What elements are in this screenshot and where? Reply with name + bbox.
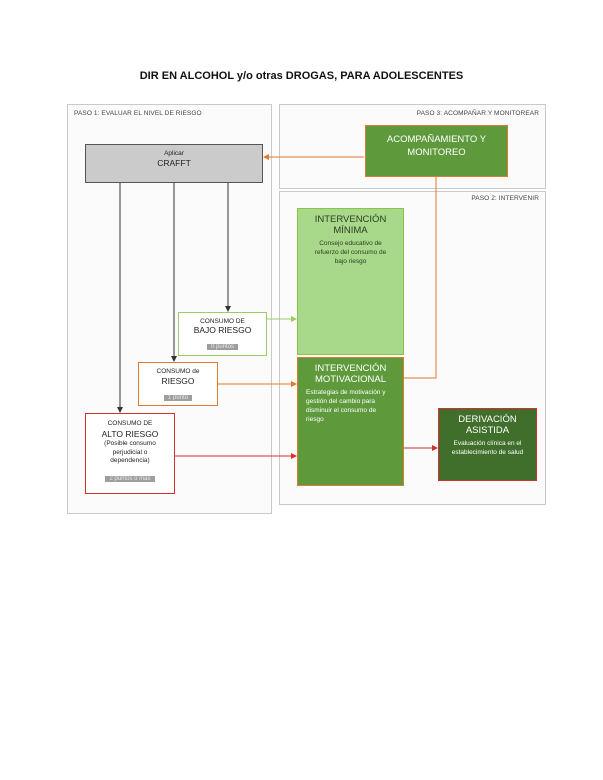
derivacion-title1: DERIVACIÓN [458,414,517,425]
alto-desc: (Posible consumo perjudicial o dependenc… [104,440,156,464]
alto-line2: ALTO RIESGO [101,429,159,439]
crafft-line1: Aplicar [164,150,184,157]
arrow-motivacional-to-acompanamiento [403,177,437,379]
riesgo-box: CONSUMO de RIESGO 1 punto [138,362,218,406]
alto-line1: CONSUMO DE [107,420,153,427]
bajo-riesgo-box: CONSUMO DE BAJO RIESGO 0 puntos [178,312,267,356]
minima-title2: MÍNIMA [333,225,368,236]
alto-riesgo-box: CONSUMO DE ALTO RIESGO (Posible consumo … [85,413,175,494]
bajo-line2: BAJO RIESGO [193,325,252,335]
alto-points: 2 puntos o más [105,475,155,482]
riesgo-line2: RIESGO [161,376,195,386]
crafft-line2: CRAFFT [157,158,191,168]
acompanamiento-box: ACOMPAÑAMIENTO Y MONITOREO [365,125,508,177]
bajo-points: 0 puntos [206,344,239,350]
riesgo-points: 1 punto [163,395,193,401]
bajo-line1: CONSUMO DE [200,318,245,325]
intervencion-motivacional-box: INTERVENCIÓN MOTIVACIONAL Estrategias de… [297,357,404,486]
motivacional-title2: MOTIVACIONAL [314,374,387,385]
panel-paso1-label: PASO 1: EVALUAR EL NIVEL DE RIESGO [74,110,202,117]
motivacional-title1: INTERVENCIÓN [314,363,387,374]
acompanamiento-title2: MONITOREO [407,147,466,158]
panel-paso3-label: PASO 3: ACOMPAÑAR Y MONITOREAR [416,110,539,117]
minima-desc: Consejo educativo de refuerzo del consum… [314,240,387,265]
panel-paso2-label: PASO 2: INTERVENIR [471,195,539,202]
derivacion-desc: Evaluación clínica en el establecimiento… [451,440,524,456]
motivacional-desc: Estrategias de motivación y gestión del … [306,389,386,423]
riesgo-line1: CONSUMO de [156,368,200,375]
derivacion-title2: ASISTIDA [465,425,510,436]
page-title: DIR EN ALCOHOL y/o otras DROGAS, PARA AD… [139,70,464,82]
derivacion-asistida-box: DERIVACIÓN ASISTIDA Evaluación clínica e… [438,408,537,481]
intervencion-minima-box: INTERVENCIÓN MÍNIMA Consejo educativo de… [297,208,404,355]
crafft-box: Aplicar CRAFFT [85,144,263,183]
acompanamiento-title1: ACOMPAÑAMIENTO Y [386,134,487,145]
minima-title1: INTERVENCIÓN [314,214,387,225]
